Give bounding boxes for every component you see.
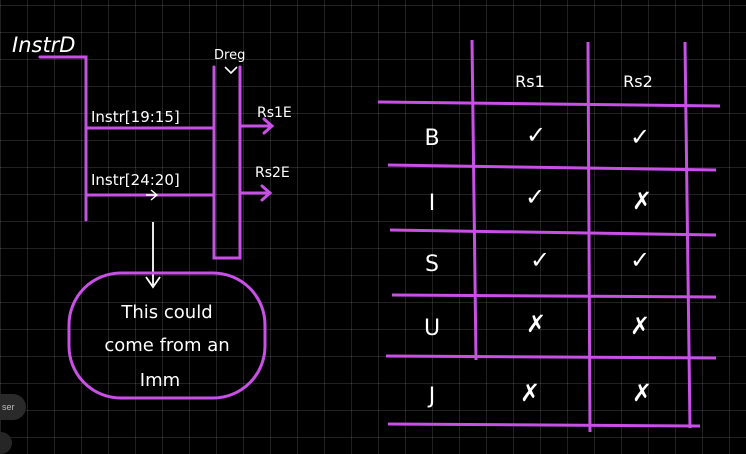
out-upper-arrow-icon: [238, 117, 275, 135]
note-bubble: [67, 271, 267, 400]
table-row-line-2: [387, 163, 717, 172]
dreg-clock-mark: [224, 66, 238, 75]
out-lower-label: Rs2E: [255, 165, 290, 181]
corner-button[interactable]: [0, 432, 12, 454]
cell-j-rs1: ✗: [520, 379, 540, 407]
instr-label: InstrD: [12, 33, 75, 57]
note-line-1: This could: [120, 302, 212, 323]
table-row-line-1: [377, 100, 721, 108]
header-rs2: Rs2: [623, 72, 653, 91]
row-type-i: I: [429, 191, 436, 216]
instr-bus-line: [38, 55, 88, 222]
cell-s-rs1: ✓: [530, 246, 550, 274]
dreg-label: Dreg: [214, 48, 245, 63]
user-chip[interactable]: ser: [0, 394, 26, 420]
cell-b-rs2: ✓: [630, 123, 650, 151]
out-lower-arrow-icon: [238, 184, 273, 202]
down-arrow-icon: [145, 222, 161, 289]
row-type-u: U: [424, 316, 440, 341]
pipeline-diagram: InstrD Dreg Instr[19:15] Instr[24:20] Rs…: [12, 33, 292, 400]
field-upper-label: Instr[19:15]: [91, 108, 180, 126]
cell-u-rs2: ✗: [630, 312, 650, 340]
row-type-s: S: [425, 252, 439, 277]
table-row-line-3: [389, 228, 717, 237]
wire-arrow-icon: [146, 189, 159, 201]
user-chip-label: ser: [2, 402, 15, 412]
table-row-line-6: [387, 422, 701, 428]
cell-i-rs1: ✓: [525, 183, 545, 211]
cell-b-rs1: ✓: [526, 121, 546, 149]
out-upper-label: Rs1E: [257, 105, 292, 121]
cell-u-rs1: ✗: [526, 310, 546, 338]
table-row-line-5: [385, 354, 717, 360]
table-divider-mid: [586, 41, 592, 433]
cell-i-rs2: ✗: [632, 187, 652, 215]
note-line-2: come from an: [104, 335, 229, 356]
table-divider-left: [470, 39, 478, 361]
register-usage-table: Rs1 Rs2 B ✓ ✓ I ✓ ✗ S ✓ ✓ U ✗ ✗ J ✗ ✗: [377, 39, 721, 433]
table-row-line-4: [391, 293, 717, 299]
cell-s-rs2: ✓: [630, 246, 650, 274]
cell-j-rs2: ✗: [632, 379, 652, 407]
row-type-j: J: [427, 384, 436, 409]
field-lower-label: Instr[24:20]: [91, 171, 180, 189]
header-rs1: Rs1: [515, 72, 545, 91]
dreg-register: [212, 65, 242, 260]
row-type-b: B: [424, 126, 439, 151]
note-line-3: Imm: [140, 370, 180, 391]
